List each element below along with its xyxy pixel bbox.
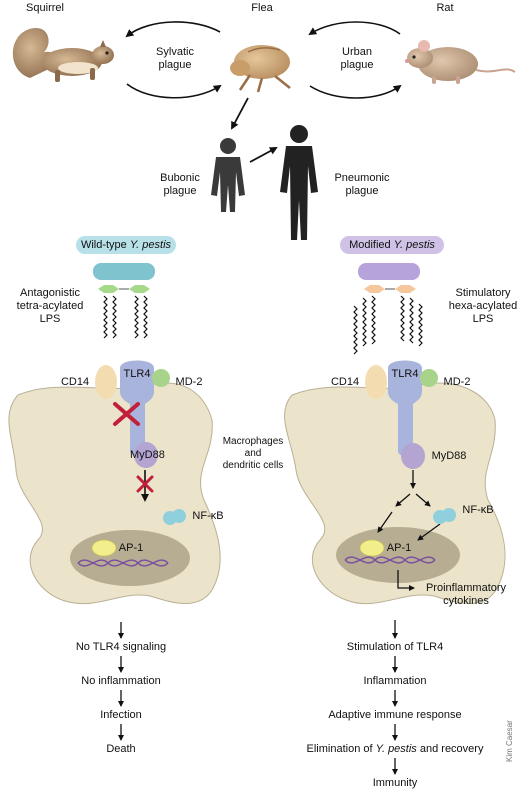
right-outcome-2: Inflammation	[363, 675, 427, 687]
sylvatic-cycle-arrows	[125, 21, 222, 99]
urban-line-2: plague	[340, 59, 374, 71]
left-myd88-label: MyD88	[130, 449, 165, 461]
cytokine-output-arrow	[397, 570, 415, 591]
left-signal-block-cross	[136, 475, 154, 493]
pneumonic-plague-label: Pneumonic plague	[322, 172, 402, 198]
right-cd14-label: CD14	[330, 376, 360, 388]
modified-species: Y. pestis	[393, 239, 435, 251]
right-nfkb-label: NF-κB	[462, 504, 494, 516]
urban-cycle-arrows	[308, 21, 402, 99]
left-lps-line-2: tetra-acylated	[16, 300, 84, 312]
right-myd88-label: MyD88	[431, 450, 467, 462]
modified-prefix: Modified	[349, 239, 394, 251]
right-tlr4-receptor	[388, 360, 422, 457]
left-nucleus	[70, 530, 190, 586]
right-md2-label: MD-2	[443, 376, 471, 388]
left-md2-protein	[152, 369, 170, 387]
left-ap1-protein	[91, 539, 117, 557]
flea-label: Flea	[251, 2, 273, 14]
wild-type-prefix: Wild-type	[80, 239, 130, 251]
right-ap1-label: AP-1	[386, 542, 412, 554]
left-outcome-1: No TLR4 signaling	[75, 641, 167, 653]
cell-type-label: Macrophages and dendritic cells	[216, 436, 290, 472]
left-cd14-label: CD14	[60, 376, 90, 388]
left-lps-molecule	[93, 263, 155, 339]
bubonic-plague-label: Bubonic plague	[150, 172, 210, 198]
elimination-species: Y. pestis	[375, 743, 417, 755]
pneumonic-line-1: Pneumonic	[334, 172, 390, 184]
left-cd14-protein	[95, 365, 117, 399]
right-lps-line-3: LPS	[472, 313, 494, 325]
left-ap1-label: AP-1	[118, 542, 144, 554]
human-silhouette-bubonic	[211, 138, 245, 212]
left-outcome-4: Death	[106, 743, 136, 755]
left-tlr4-label: TLR4	[123, 368, 151, 380]
right-md2-protein	[420, 369, 438, 387]
right-outcome-5: Immunity	[372, 777, 418, 789]
right-outcome-3: Adaptive immune response	[328, 709, 462, 721]
left-tlr4-receptor	[120, 360, 154, 457]
sylvatic-line-1: Sylvatic	[156, 46, 194, 58]
bubonic-line-2: plague	[163, 185, 197, 197]
wild-type-strain-badge: Wild-type Y. pestis	[76, 236, 176, 254]
right-lps-line-1: Stimulatory	[455, 287, 511, 299]
left-outcome-3: Infection	[100, 709, 142, 721]
rat-label: Rat	[436, 2, 454, 14]
cell-type-line-3: dendritic cells	[222, 460, 284, 471]
right-outcome-1: Stimulation of TLR4	[346, 641, 444, 653]
right-nfkb-protein	[433, 508, 456, 524]
rat-illustration	[405, 40, 516, 84]
left-tlr4-block-cross	[113, 402, 140, 426]
cell-type-line-1: Macrophages	[222, 436, 284, 447]
bubonic-to-pneumonic-arrow	[249, 147, 278, 163]
squirrel-label: Squirrel	[26, 2, 64, 14]
left-myd88-protein	[134, 442, 158, 468]
right-signal-arrows	[377, 470, 441, 541]
cytokines-line-1: Proinflammatory	[425, 582, 507, 594]
elimination-prefix: Elimination of	[306, 743, 376, 755]
sylvatic-plague-label: Sylvatic plague	[140, 46, 210, 72]
modified-strain-badge: Modified Y. pestis	[340, 236, 444, 254]
elimination-suffix: and recovery	[416, 743, 484, 755]
right-lps-label: Stimulatory hexa-acylated LPS	[438, 287, 528, 326]
left-md2-label: MD-2	[175, 376, 203, 388]
left-nfkb-label: NF-κB	[192, 510, 224, 522]
wild-type-species: Y. pestis	[129, 239, 172, 251]
right-lps-line-2: hexa-acylated	[448, 300, 518, 312]
urban-plague-label: Urban plague	[322, 46, 392, 72]
urban-line-1: Urban	[342, 46, 372, 58]
cell-type-line-2: and	[244, 448, 262, 459]
bubonic-line-1: Bubonic	[160, 172, 200, 184]
human-silhouette-pneumonic	[280, 125, 318, 240]
flea-to-human-arrow	[231, 97, 249, 130]
pneumonic-line-2: plague	[345, 185, 379, 197]
sylvatic-line-2: plague	[158, 59, 192, 71]
left-lps-label: Antagonistic tetra-acylated LPS	[10, 287, 90, 326]
cytokines-line-2: cytokines	[443, 595, 489, 607]
flea-illustration	[230, 45, 291, 93]
illustrator-credit: Kim Caesar	[505, 720, 514, 762]
right-dna-helix	[344, 556, 436, 564]
left-outcome-2: No inflammation	[81, 675, 161, 687]
right-myd88-protein	[401, 443, 425, 469]
left-lps-line-1: Antagonistic	[20, 287, 80, 299]
left-lps-line-3: LPS	[39, 313, 61, 325]
right-tlr4-label: TLR4	[391, 368, 419, 380]
right-outcome-4: Elimination of Y. pestis and recovery	[290, 743, 500, 756]
right-cd14-protein	[365, 365, 387, 399]
right-lps-molecule	[353, 263, 423, 355]
cytokines-label: Proinflammatory cytokines	[416, 582, 516, 608]
left-dna-helix	[77, 559, 169, 567]
squirrel-illustration	[12, 27, 114, 82]
right-ap1-protein	[359, 539, 385, 557]
left-nfkb-protein	[163, 509, 186, 525]
